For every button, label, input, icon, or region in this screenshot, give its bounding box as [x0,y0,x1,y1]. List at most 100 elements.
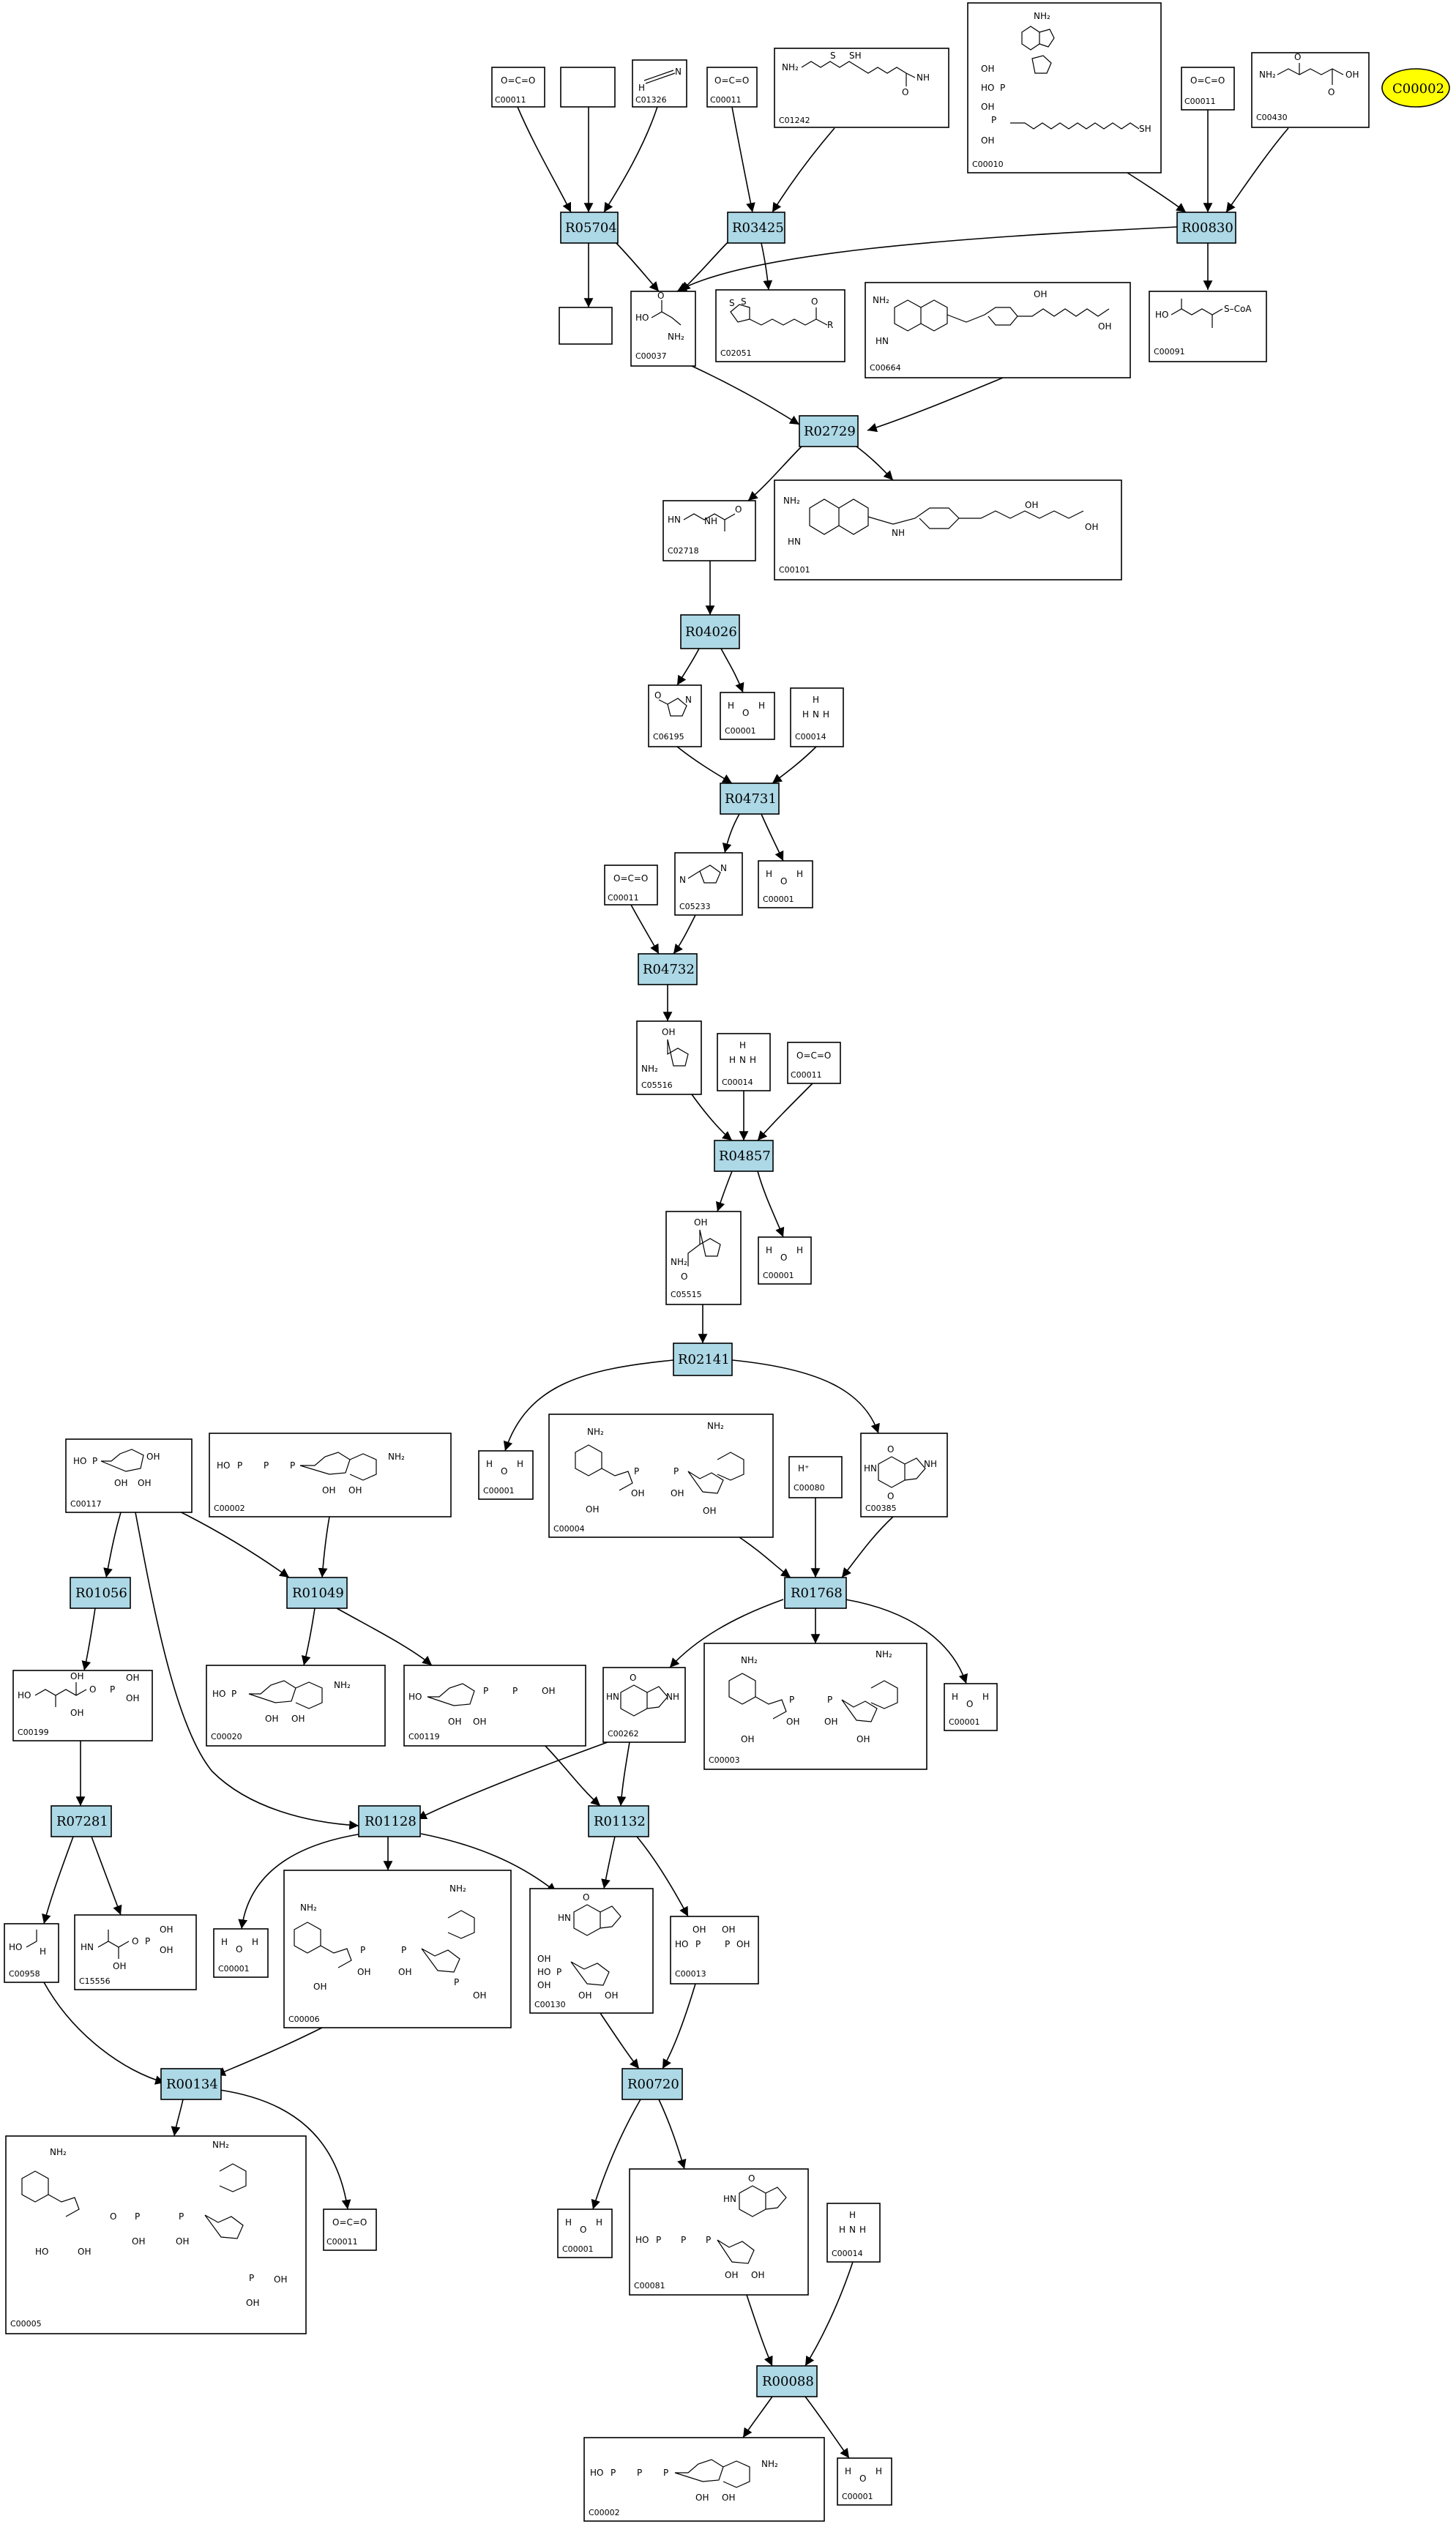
reaction-r05704[interactable]: R05704 [560,212,619,244]
compound-c01326[interactable]: N H C01326 [632,59,687,108]
compound-c00014[interactable]: H H N H C00014 [826,2203,881,2263]
compound-c00001[interactable]: H O H C00001 [758,860,813,908]
compound-c00091[interactable]: HO S–CoA C00091 [1149,291,1267,362]
compound-c00130[interactable]: O HN OH HO P OH OH OH C00130 [529,1888,654,2014]
reaction-r02729[interactable]: R02729 [799,415,859,447]
compound-c00013[interactable]: OH OH HO P P OH C00013 [670,1916,759,1985]
compound-c00002[interactable]: HO P P P NH₂ OH OH C00002 [209,1433,452,1517]
atom-text: H [849,2210,856,2220]
compound-c00004[interactable]: NH₂ P P NH₂ OH OH OH OH C00004 [548,1414,774,1538]
edge-r04731-c05233 [722,813,740,854]
compound-c00003[interactable]: NH₂ P P NH₂ OH OH OH OH C00003 [703,1643,927,1770]
compound-empty-box[interactable] [560,67,616,108]
atom-text: H [638,83,645,93]
compound-id: C00117 [70,1499,102,1509]
compound-c00001[interactable]: H O H C00001 [478,1450,534,1500]
compound-c00020[interactable]: HO P NH₂ OH OH C00020 [206,1665,386,1747]
compound-c00011[interactable]: O=C=O C00011 [787,1042,841,1084]
compound-c05515[interactable]: OH NH₂ O C05515 [665,1211,742,1305]
compound-c00958[interactable]: HO H C00958 [4,1923,59,1983]
compound-c02718[interactable]: HN NH O C02718 [662,500,756,561]
reaction-r07281[interactable]: R07281 [51,1805,112,1837]
reaction-r01049[interactable]: R01049 [286,1577,348,1609]
compound-c00001[interactable]: H O H C00001 [213,1928,269,1978]
reaction-r03425[interactable]: R03425 [727,212,785,244]
atom-text: OH [671,1488,684,1498]
compound-c00001[interactable]: H O H C00001 [944,1683,998,1731]
compound-c00199[interactable]: HO O P OH OH OH OH C00199 [12,1670,153,1741]
compound-c00001[interactable]: H O H C00001 [557,2208,613,2258]
reaction-r00134[interactable]: R00134 [160,2068,222,2100]
compound-c00011[interactable]: O=C=O C00011 [604,865,658,906]
reaction-label: R02141 [678,1352,730,1367]
reaction-r04731[interactable]: R04731 [720,783,780,815]
atom-text: N [720,863,727,873]
atom-text: OH [692,1924,706,1935]
atom-text: P [264,1460,269,1471]
atom-text: OH [138,1478,151,1488]
atom-text: O=C=O [796,1050,831,1061]
compound-c00006[interactable]: NH₂ P P NH₂ OH OH OH P OH C00006 [283,1870,512,2028]
compound-c00001[interactable]: H O H C00001 [758,1236,812,1285]
atom-text: O=C=O [332,2217,367,2228]
reaction-r00720[interactable]: R00720 [621,2068,683,2100]
compound-c00010[interactable]: NH₂ OH HO P OH P OH SH C00010 [967,2,1162,173]
reaction-r01132[interactable]: R01132 [588,1805,649,1837]
compound-c00001[interactable]: H O H C00001 [837,2457,892,2506]
compound-c00011[interactable]: O=C=O C00011 [1181,67,1235,111]
compound-c06195[interactable]: N O C06195 [648,684,702,747]
compound-c00011[interactable]: O=C=O C00011 [323,2208,377,2251]
reaction-r04026[interactable]: R04026 [680,614,740,649]
compound-c00011[interactable]: O=C=O C00011 [706,67,758,108]
compound-c15556[interactable]: HN O P OH OH OH C15556 [74,1914,197,1990]
compound-c00011[interactable]: O=C=O C00011 [491,67,545,108]
atom-text: H [796,1245,803,1255]
highlight-c00002-node[interactable]: C00002 [1381,68,1450,108]
compound-c00430[interactable]: NH₂ O OH O C00430 [1251,52,1370,128]
compound-empty-box[interactable] [559,307,613,345]
compound-c00385[interactable]: O HN NH O C00385 [860,1433,948,1517]
atom-text: H [839,2225,845,2235]
atom-text: O=C=O [714,75,749,86]
atom-text: H [252,1937,258,1947]
edge-c00385-r01768 [841,1516,894,1578]
reaction-r01128[interactable]: R01128 [358,1805,421,1837]
compound-c00001[interactable]: H O H C00001 [720,692,775,740]
atom-text: OH [662,1027,675,1037]
reaction-r04857[interactable]: R04857 [714,1140,774,1172]
edge-c00262-r01132 [616,1741,630,1807]
compound-c05233[interactable]: N N C05233 [674,852,743,916]
atom-text: HO [212,1689,225,1699]
reaction-r00088[interactable]: R00088 [756,2365,818,2397]
compound-c01242[interactable]: NH₂ S SH NH O C01242 [774,48,949,128]
compound-c00080[interactable]: H⁺ C00080 [788,1456,843,1498]
atom-text: H [40,1946,46,1957]
compound-c00262[interactable]: O HN NH C00262 [602,1667,686,1743]
compound-c05516[interactable]: OH NH₂ C05516 [636,1020,702,1095]
compound-c00014[interactable]: H H N H C00014 [717,1033,771,1091]
edge-c00262-r01128 [417,1741,608,1820]
reaction-r04732[interactable]: R04732 [638,953,698,985]
compound-c00101[interactable]: NH₂ NH OH OH HN C00101 [774,479,1122,580]
compound-c00005[interactable]: NH₂ O P P NH₂ OH OH HO OH P OH OH C00005 [5,2135,307,2334]
reaction-r02141[interactable]: R02141 [673,1343,733,1376]
reaction-label: R00830 [1181,220,1233,236]
atom-text: NH₂ [782,62,799,72]
compound-c00014[interactable]: H H N H C00014 [790,687,844,747]
atom-text: O [89,1684,96,1695]
atom-text: O [780,1252,787,1263]
atom-text: P [360,1945,365,1955]
compound-c00117[interactable]: HO P OH OH OH C00117 [65,1438,193,1513]
reaction-r00830[interactable]: R00830 [1176,212,1236,244]
compound-c00664[interactable]: NH₂ OH OH HN C00664 [865,282,1131,378]
compound-c00119[interactable]: HO P P OH OH OH C00119 [403,1665,586,1747]
reaction-r01056[interactable]: R01056 [70,1577,131,1609]
reaction-r01768[interactable]: R01768 [784,1577,847,1609]
edge-c00011-r04857 [757,1083,813,1141]
compound-id: C00037 [635,351,667,361]
compound-c00081[interactable]: O HN HO P P P OH OH C00081 [629,2168,809,2296]
compound-c02051[interactable]: S S O R C02051 [715,289,845,362]
reaction-label: R01132 [594,1814,646,1829]
compound-c00037[interactable]: HO O NH₂ C00037 [630,291,696,367]
compound-c00002[interactable]: HO P P P NH₂ OH OH C00002 [583,2437,825,2522]
